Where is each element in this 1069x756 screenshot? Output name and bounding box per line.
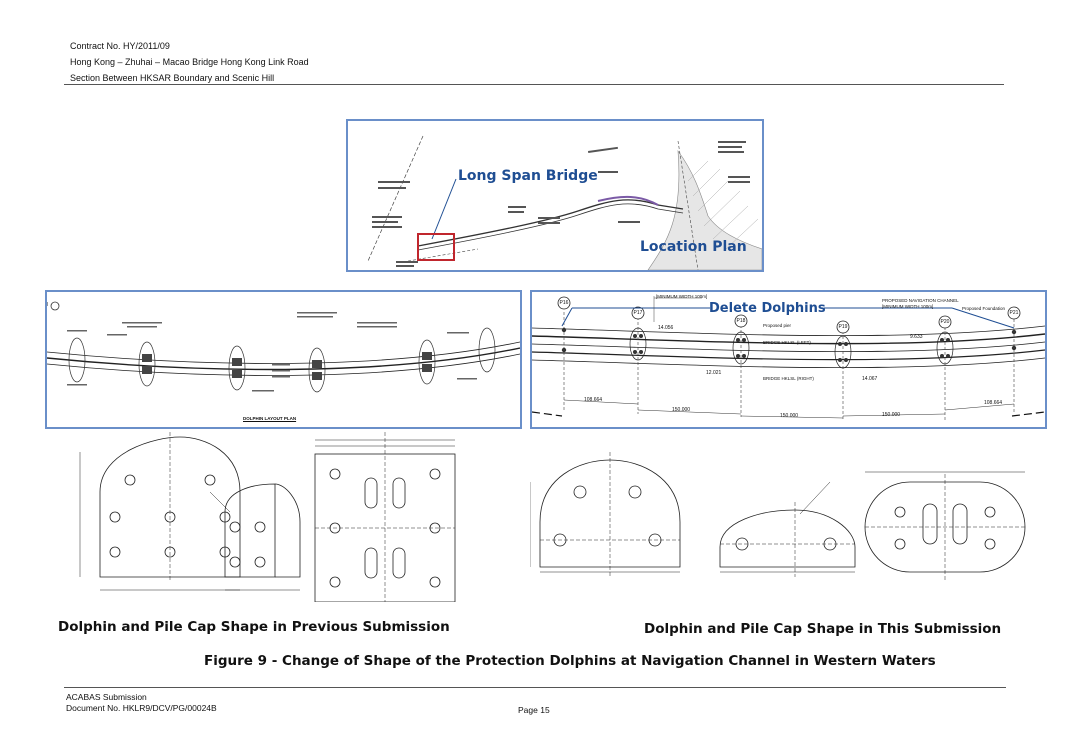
current-pile-cap-drawings <box>530 452 1026 580</box>
pier-tag-p18: P18 <box>736 318 746 324</box>
dolphin-layout-previous-panel: DOLPHIN LAYOUT PLAN <box>45 290 522 429</box>
min-width-label: [MINIMUM WIDTH 100m] <box>656 294 708 299</box>
proposed-foundation-label: Proposed Foundation <box>962 306 1006 311</box>
footer-submission: ACABAS Submission <box>66 692 147 702</box>
pier-tag-p17: P17 <box>633 310 643 316</box>
dim-150000-c: 150.000 <box>882 412 901 418</box>
dim-12021: 12.021 <box>706 370 722 376</box>
location-plan-drawing <box>367 135 762 270</box>
project-title: Hong Kong – Zhuhai – Macao Bridge Hong K… <box>70 57 309 67</box>
header-rule <box>64 84 1004 85</box>
footer-document-number: Document No. HKLR9/DCV/PG/00024B <box>66 703 217 713</box>
dim-14056: 14.056 <box>658 325 674 331</box>
caption-this-submission: Dolphin and Pile Cap Shape in This Submi… <box>644 621 1002 637</box>
contract-number: Contract No. HY/2011/09 <box>70 41 170 51</box>
nav-channel-label: PROPOSED NAVIGATION CHANNEL <box>882 298 959 303</box>
footer-page-number: Page 15 <box>518 705 550 715</box>
section-title: Section Between HKSAR Boundary and Sceni… <box>70 73 275 83</box>
pier-tag-p20: P20 <box>940 319 950 325</box>
long-span-bridge-label: Long Span Bridge <box>458 168 598 184</box>
dim-108664-right: 108.664 <box>984 400 1003 406</box>
dim-150000-b: 150.000 <box>780 413 799 419</box>
bridge-highlight-box <box>417 233 455 261</box>
dolphin-layout-previous-drawing <box>47 301 520 393</box>
dim-9633: 9.633 <box>910 334 923 340</box>
pier-tag-p16: P16 <box>559 300 569 306</box>
location-plan-label: Location Plan <box>640 239 747 255</box>
figure-caption: Figure 9 - Change of Shape of the Protec… <box>204 653 936 669</box>
previous-pile-cap-drawings <box>79 432 456 602</box>
pier-tag-p19: P19 <box>838 324 848 330</box>
dolphin-layout-plan-title: DOLPHIN LAYOUT PLAN <box>243 416 297 421</box>
delete-dolphins-label: Delete Dolphins <box>709 301 826 316</box>
nav-width-label: [MINIMUM WIDTH 100m] <box>882 304 934 309</box>
footer-rule <box>64 687 1006 688</box>
proposed-pier-label: Proposed pier <box>763 323 792 328</box>
pier-tag-p21: P21 <box>1009 310 1019 316</box>
dolphin-layout-current-panel: Delete Dolphins P16 P17 P18 P19 P20 P21 … <box>530 290 1047 429</box>
dim-150000-a: 150.000 <box>672 407 691 413</box>
location-plan-panel: Long Span Bridge Location Plan <box>346 119 764 272</box>
caption-previous-submission: Dolphin and Pile Cap Shape in Previous S… <box>58 619 450 635</box>
bridge-right-label: BRIDGE HKLSL (RIGHT) <box>763 376 814 381</box>
dim-14067: 14.067 <box>862 376 878 382</box>
dolphin-layout-current-drawing <box>532 296 1045 420</box>
dim-108664-left: 108.664 <box>584 397 603 403</box>
bridge-left-label: BRIDGE HKLSL (LEFT) <box>763 340 811 345</box>
